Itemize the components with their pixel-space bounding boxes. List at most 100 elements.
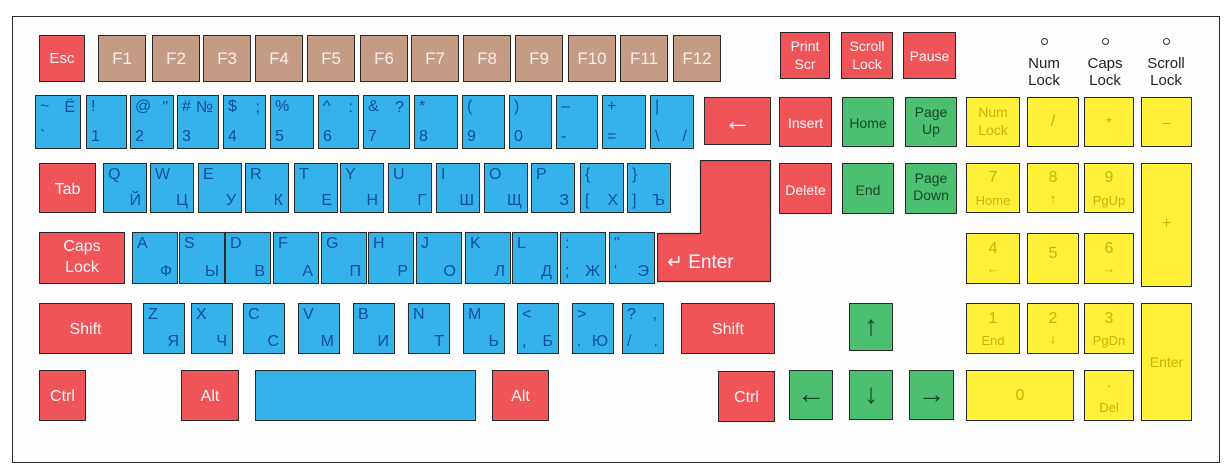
letter-key-{[interactable]: {[Х (580, 163, 624, 213)
digit-key-9[interactable]: (9 (462, 95, 505, 149)
numpad-5-key[interactable]: 5 (1027, 233, 1079, 284)
esc-key[interactable]: Esc (39, 35, 85, 82)
f5-key[interactable]: F5 (307, 35, 355, 82)
f11-key[interactable]: F11 (620, 35, 668, 82)
numpad-6-key[interactable]: 6→ (1084, 233, 1134, 284)
numpad-enter-key[interactable]: Enter (1141, 303, 1192, 421)
f6-key[interactable]: F6 (360, 35, 408, 82)
arrow-left-key[interactable]: ← (789, 370, 833, 420)
f8-key[interactable]: F8 (463, 35, 511, 82)
digit-key-7[interactable]: &?7 (363, 95, 410, 149)
digit-key-13[interactable]: |\/ (650, 95, 694, 149)
digit-key-6[interactable]: ^:6 (318, 95, 359, 149)
f2-key[interactable]: F2 (152, 35, 200, 82)
numpad-slash-key[interactable]: / (1027, 97, 1079, 147)
delete-key[interactable]: Delete (779, 163, 832, 214)
f7-key[interactable]: F7 (411, 35, 459, 82)
enter-key[interactable]: ↵ Enter (657, 160, 777, 290)
digit-key-4[interactable]: $;4 (223, 95, 266, 149)
f4-key[interactable]: F4 (255, 35, 303, 82)
numpad-8-key[interactable]: 8↑ (1027, 163, 1079, 213)
home-key[interactable]: Home (842, 97, 894, 147)
digit-key-0[interactable]: ~Ё` (35, 95, 81, 149)
numpad-4-key[interactable]: 4← (966, 233, 1020, 284)
pause-key[interactable]: Pause (903, 32, 956, 79)
letter-key-Э[interactable]: "'Э (609, 232, 655, 284)
arrow-down-key[interactable]: ↓ (849, 370, 893, 420)
f10-key[interactable]: F10 (568, 35, 616, 82)
right-alt-key[interactable]: Alt (492, 370, 549, 421)
left-alt-key[interactable]: Alt (181, 370, 239, 421)
numpad-minus-key[interactable]: – (1141, 97, 1192, 147)
f1-key[interactable]: F1 (98, 35, 146, 82)
left-ctrl-key[interactable]: Ctrl (39, 370, 86, 421)
left-shift-key[interactable]: Shift (39, 303, 132, 354)
digit-key-10[interactable]: )0 (509, 95, 552, 149)
f9-key[interactable]: F9 (515, 35, 563, 82)
insert-key[interactable]: Insert (779, 97, 832, 147)
tab-key[interactable]: Tab (39, 163, 96, 213)
arrow-up-key[interactable]: ↑ (849, 303, 893, 351)
right-shift-key[interactable]: Shift (681, 303, 775, 354)
letter-key-Ю[interactable]: >.Ю (572, 303, 614, 354)
digit-key-11[interactable]: –- (556, 95, 598, 149)
numpad-2-key[interactable]: 2↓ (1027, 303, 1079, 354)
numpad-plus-key[interactable]: + (1141, 163, 1192, 287)
f12-key[interactable]: F12 (673, 35, 721, 82)
space-key[interactable] (255, 370, 476, 421)
numpad-star-key[interactable]: * (1084, 97, 1134, 147)
digit-key-12[interactable]: += (602, 95, 646, 149)
letter-key-.[interactable]: ?,/. (622, 303, 664, 354)
end-key[interactable]: End (842, 163, 894, 214)
digit-key-8[interactable]: *8 (414, 95, 458, 149)
digit-key-5[interactable]: %5 (270, 95, 314, 149)
letter-key-}[interactable]: }]Ъ (627, 163, 671, 213)
letter-key-Ж[interactable]: :;Ж (560, 232, 606, 284)
right-ctrl-key[interactable]: Ctrl (718, 371, 775, 422)
backspace-key[interactable]: ← (704, 97, 771, 145)
digit-key-1[interactable]: !1 (86, 95, 127, 149)
f3-key[interactable]: F3 (203, 35, 251, 82)
numpad-0-key[interactable]: 0 (966, 370, 1074, 421)
letter-key-Б[interactable]: <,Б (517, 303, 559, 354)
numpad-dot-key[interactable]: .Del (1084, 370, 1134, 421)
arrow-right-key[interactable]: → (909, 370, 954, 420)
digit-key-2[interactable]: @"2 (130, 95, 174, 149)
